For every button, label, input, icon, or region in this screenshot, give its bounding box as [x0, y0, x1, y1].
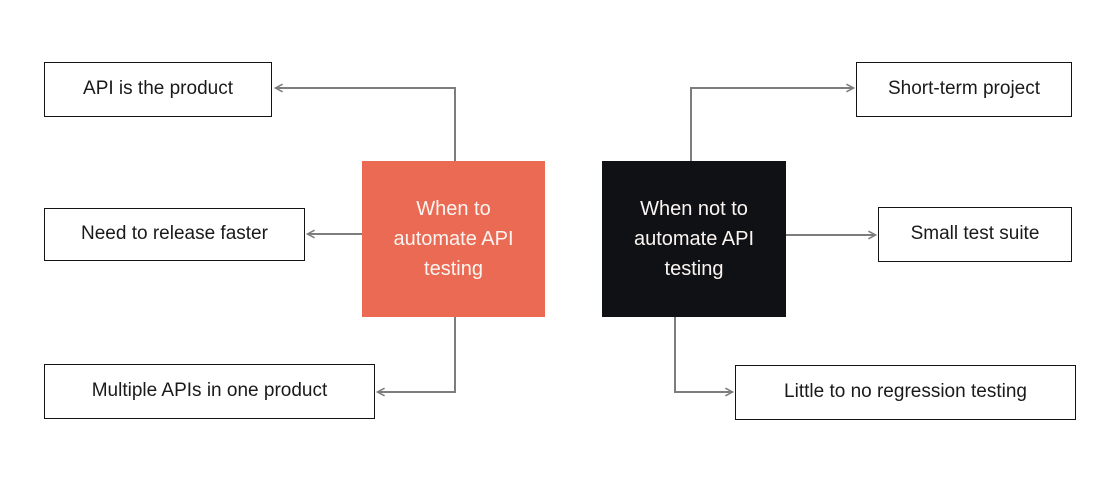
- box-label: Small test suite: [910, 223, 1040, 245]
- box-need-to-release-faster: Need to release faster: [44, 208, 305, 261]
- box-api-is-the-product: API is the product: [44, 62, 272, 117]
- connector-when-not-regression: [674, 317, 735, 397]
- connector-when-to-api-product: [273, 83, 456, 161]
- node-label-line: When to: [416, 198, 491, 220]
- node-label-line: When not to: [640, 198, 748, 220]
- box-label: Little to no regression testing: [784, 381, 1027, 403]
- connector-when-not-short-term: [690, 83, 856, 161]
- box-label: Need to release faster: [81, 223, 268, 245]
- node-when-to-automate-api-testing: When to automate API testing: [362, 161, 545, 317]
- node-when-not-to-automate-api-testing: When not to automate API testing: [602, 161, 786, 317]
- box-little-to-no-regression-testing: Little to no regression testing: [735, 365, 1076, 420]
- box-label: Multiple APIs in one product: [91, 380, 328, 402]
- node-label-line: testing: [424, 258, 483, 280]
- box-label: Short-term project: [887, 78, 1041, 100]
- connector-when-to-multiple-apis: [375, 317, 456, 397]
- box-short-term-project: Short-term project: [856, 62, 1072, 117]
- box-small-test-suite: Small test suite: [878, 207, 1072, 262]
- node-label-line: testing: [664, 258, 724, 280]
- box-label: API is the product: [83, 78, 233, 100]
- node-label-line: automate API: [633, 228, 755, 250]
- box-multiple-apis-in-one-product: Multiple APIs in one product: [44, 364, 375, 419]
- node-label-line: automate API: [393, 228, 514, 250]
